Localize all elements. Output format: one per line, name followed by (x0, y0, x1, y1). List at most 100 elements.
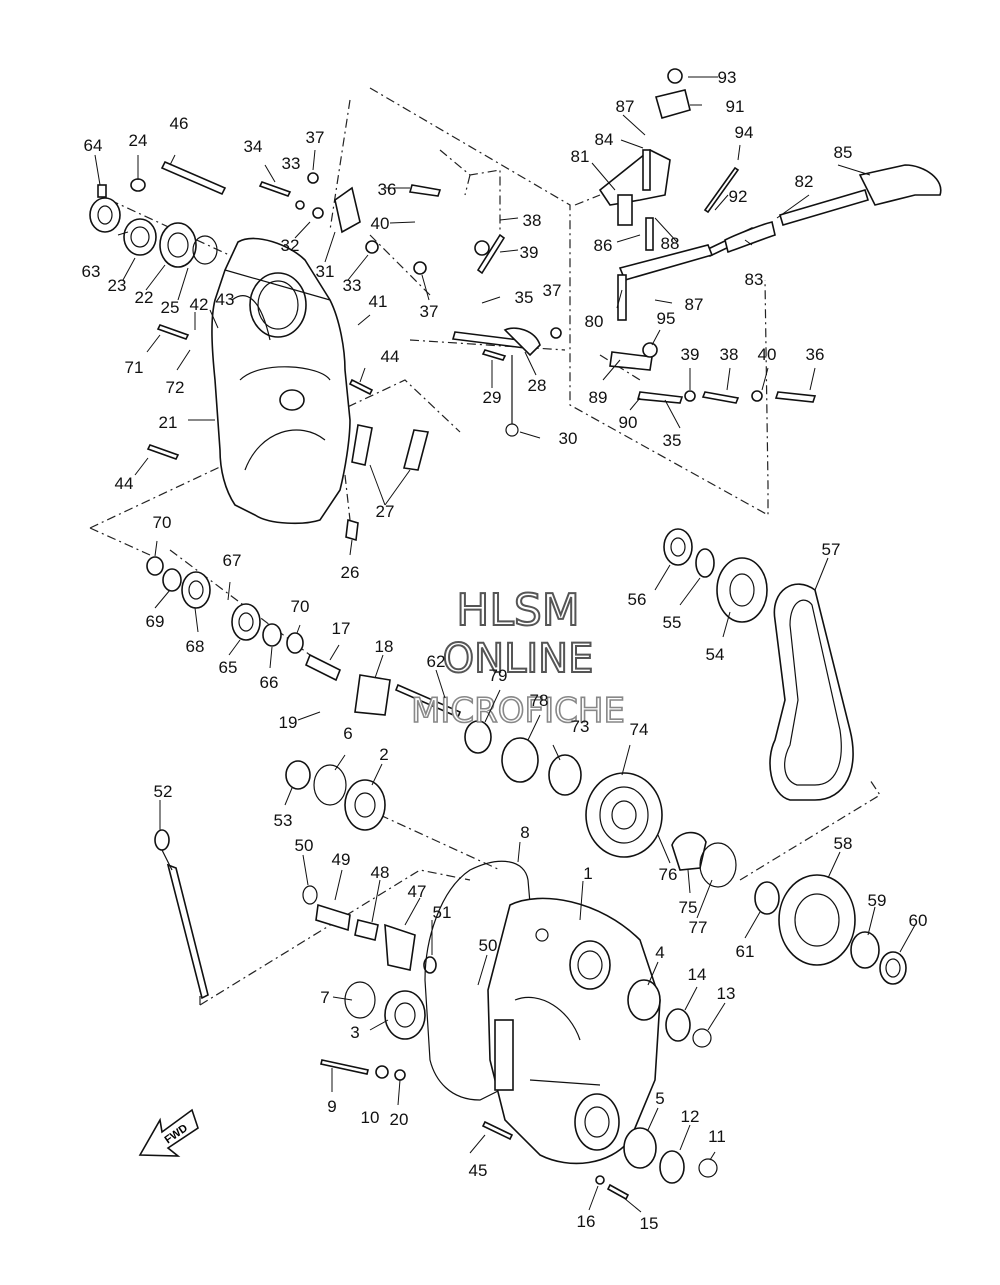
callout-40b: 40 (758, 345, 777, 364)
callout-3: 3 (350, 1023, 359, 1042)
callout-40: 40 (371, 214, 390, 233)
callout-27: 27 (376, 502, 395, 521)
callout-33: 33 (282, 154, 301, 173)
shift-mechanism-top-right (598, 68, 942, 404)
callout-29: 29 (483, 388, 502, 407)
watermark-line-2: ONLINE (443, 636, 594, 682)
callout-6: 6 (343, 724, 352, 743)
callout-88: 88 (661, 234, 680, 253)
callout-21: 21 (159, 413, 178, 432)
callout-5: 5 (655, 1089, 664, 1108)
callout-19: 19 (279, 713, 298, 732)
callout-8: 8 (520, 823, 529, 842)
callout-91: 91 (726, 97, 745, 116)
callout-10: 10 (361, 1108, 380, 1127)
callout-50: 50 (295, 836, 314, 855)
callout-15: 15 (640, 1214, 659, 1233)
callout-25: 25 (161, 298, 180, 317)
callout-39: 39 (520, 243, 539, 262)
callout-44: 44 (381, 347, 400, 366)
callout-59: 59 (868, 891, 887, 910)
callout-34: 34 (244, 137, 263, 156)
callout-9: 9 (327, 1097, 336, 1116)
callout-36: 36 (378, 180, 397, 199)
shift-linkage (295, 172, 562, 542)
callout-54: 54 (706, 645, 725, 664)
callout-70b: 70 (291, 597, 310, 616)
callout-78: 78 (530, 691, 549, 710)
callout-73: 73 (571, 717, 590, 736)
callout-51: 51 (433, 903, 452, 922)
bearing-set-top-left (89, 178, 218, 268)
callout-33b: 33 (343, 276, 362, 295)
drive-gear-set (146, 528, 907, 985)
callout-84: 84 (595, 130, 614, 149)
callout-41: 41 (369, 292, 388, 311)
callout-60: 60 (909, 911, 928, 930)
callout-17: 17 (332, 619, 351, 638)
callout-35: 35 (515, 288, 534, 307)
callout-16: 16 (577, 1212, 596, 1231)
callout-90: 90 (619, 413, 638, 432)
callout-57: 57 (822, 540, 841, 559)
watermark-line-1: HLSM (456, 585, 580, 636)
callout-22: 22 (135, 288, 154, 307)
callout-26: 26 (341, 563, 360, 582)
callout-38: 38 (523, 211, 542, 230)
callout-87b: 87 (685, 295, 704, 314)
callout-11: 11 (708, 1127, 726, 1146)
callout-2: 2 (379, 745, 388, 764)
callout-58: 58 (834, 834, 853, 853)
callout-35b: 35 (663, 431, 682, 450)
callout-45: 45 (469, 1161, 488, 1180)
callout-43: 43 (216, 290, 235, 309)
callout-14: 14 (688, 965, 707, 984)
callout-80: 80 (585, 312, 604, 331)
callout-52: 52 (154, 782, 173, 801)
callout-12: 12 (681, 1107, 700, 1126)
callout-31: 31 (316, 262, 335, 281)
callout-85: 85 (834, 143, 853, 162)
callout-48: 48 (371, 863, 390, 882)
callout-67: 67 (223, 551, 242, 570)
callout-7: 7 (320, 988, 329, 1007)
callout-70: 70 (153, 513, 172, 532)
callout-83: 83 (745, 270, 764, 289)
callout-50b: 50 (479, 936, 498, 955)
callout-93: 93 (718, 68, 737, 87)
callout-95: 95 (657, 309, 676, 328)
callout-18: 18 (375, 637, 394, 656)
callout-71: 71 (125, 358, 144, 377)
callout-72: 72 (166, 378, 185, 397)
callout-23: 23 (108, 276, 127, 295)
callout-89: 89 (589, 388, 608, 407)
callout-75: 75 (679, 898, 698, 917)
chaincase-inner-housing (424, 860, 718, 1185)
callout-76: 76 (659, 865, 678, 884)
callout-69: 69 (146, 612, 165, 631)
dipstick (154, 829, 209, 1000)
callout-47: 47 (408, 882, 427, 901)
callout-20: 20 (390, 1110, 409, 1129)
callout-56: 56 (628, 590, 647, 609)
callout-13: 13 (717, 984, 736, 1003)
callout-46: 46 (170, 114, 189, 133)
callout-24: 24 (129, 131, 148, 150)
callout-37: 37 (306, 128, 325, 147)
callout-55: 55 (663, 613, 682, 632)
chaincase-outer-cover (211, 237, 351, 525)
callout-64: 64 (84, 136, 103, 155)
watermark: HLSM ONLINE MICROFICHE (410, 584, 625, 732)
callout-39b: 39 (681, 345, 700, 364)
lower-left-parts (285, 760, 437, 1081)
callout-44b: 44 (115, 474, 134, 493)
callout-38b: 38 (720, 345, 739, 364)
callout-42: 42 (190, 295, 209, 314)
callout-82: 82 (795, 172, 814, 191)
fwd-arrow-icon: FWD (138, 1108, 199, 1157)
leader-lines (94, 76, 916, 1213)
callout-37c: 37 (543, 281, 562, 300)
callout-32: 32 (281, 236, 300, 255)
callout-62: 62 (427, 652, 446, 671)
